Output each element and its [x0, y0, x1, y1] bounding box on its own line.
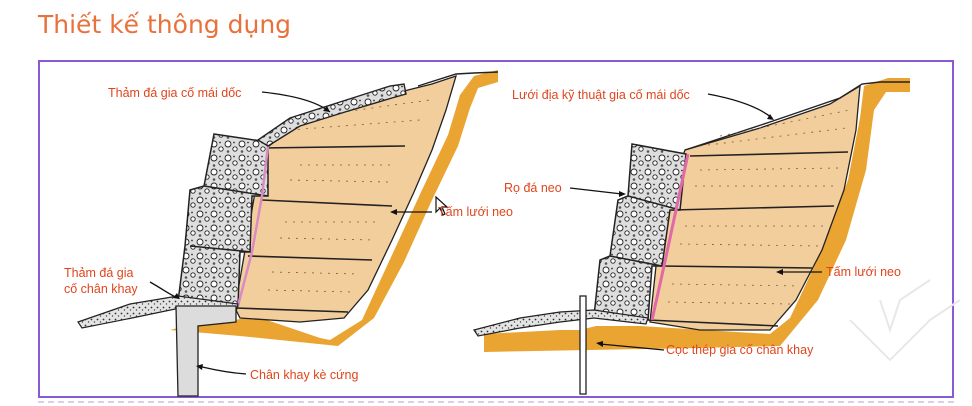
label-rigid-toe: Chân khay kè cứng	[250, 368, 359, 382]
left-diagram	[77, 70, 499, 397]
label-gabion: Rọ đá neo	[504, 181, 562, 195]
label-geogrid: Lưới địa kỹ thuật gia cố mái dốc	[512, 88, 690, 102]
left-mesh-layers	[235, 145, 406, 313]
right-diagram	[473, 78, 910, 395]
label-toe-mattress-line1: Thảm đá gia	[64, 266, 134, 280]
left-slope-line	[417, 71, 499, 87]
left-ground-band	[170, 70, 498, 346]
left-gabion-wall	[177, 133, 269, 307]
left-mesh-facing	[236, 145, 270, 307]
label-steel-pile: Cọc thép gia cố chân khay	[666, 343, 814, 357]
label-slope-mattress: Thảm đá gia cố mái dốc	[108, 86, 242, 100]
label-toe-mattress-line2: cố chân khay	[64, 282, 138, 296]
right-ground-band	[484, 78, 910, 352]
right-leaders	[569, 93, 822, 351]
label-left-anchor-mesh: Tấm lưới neo	[438, 205, 513, 219]
diagram-frame	[38, 60, 954, 398]
left-soil-texture	[267, 99, 431, 293]
left-soil-mass	[234, 74, 457, 323]
right-steel-pile	[579, 295, 587, 395]
watermark-lines	[849, 279, 961, 362]
right-mesh-layers	[647, 151, 849, 327]
page-title: Thiết kế thông dụng	[38, 10, 292, 39]
mouse-cursor-icon	[435, 196, 449, 216]
right-toe-mattress	[473, 309, 649, 337]
left-rigid-toe	[175, 305, 237, 397]
right-soil-texture	[667, 109, 851, 305]
right-mesh-facing	[650, 153, 690, 321]
right-slope-line	[684, 81, 910, 151]
dashed-divider	[38, 401, 954, 403]
label-right-anchor-mesh: Tấm lưới neo	[826, 265, 901, 279]
